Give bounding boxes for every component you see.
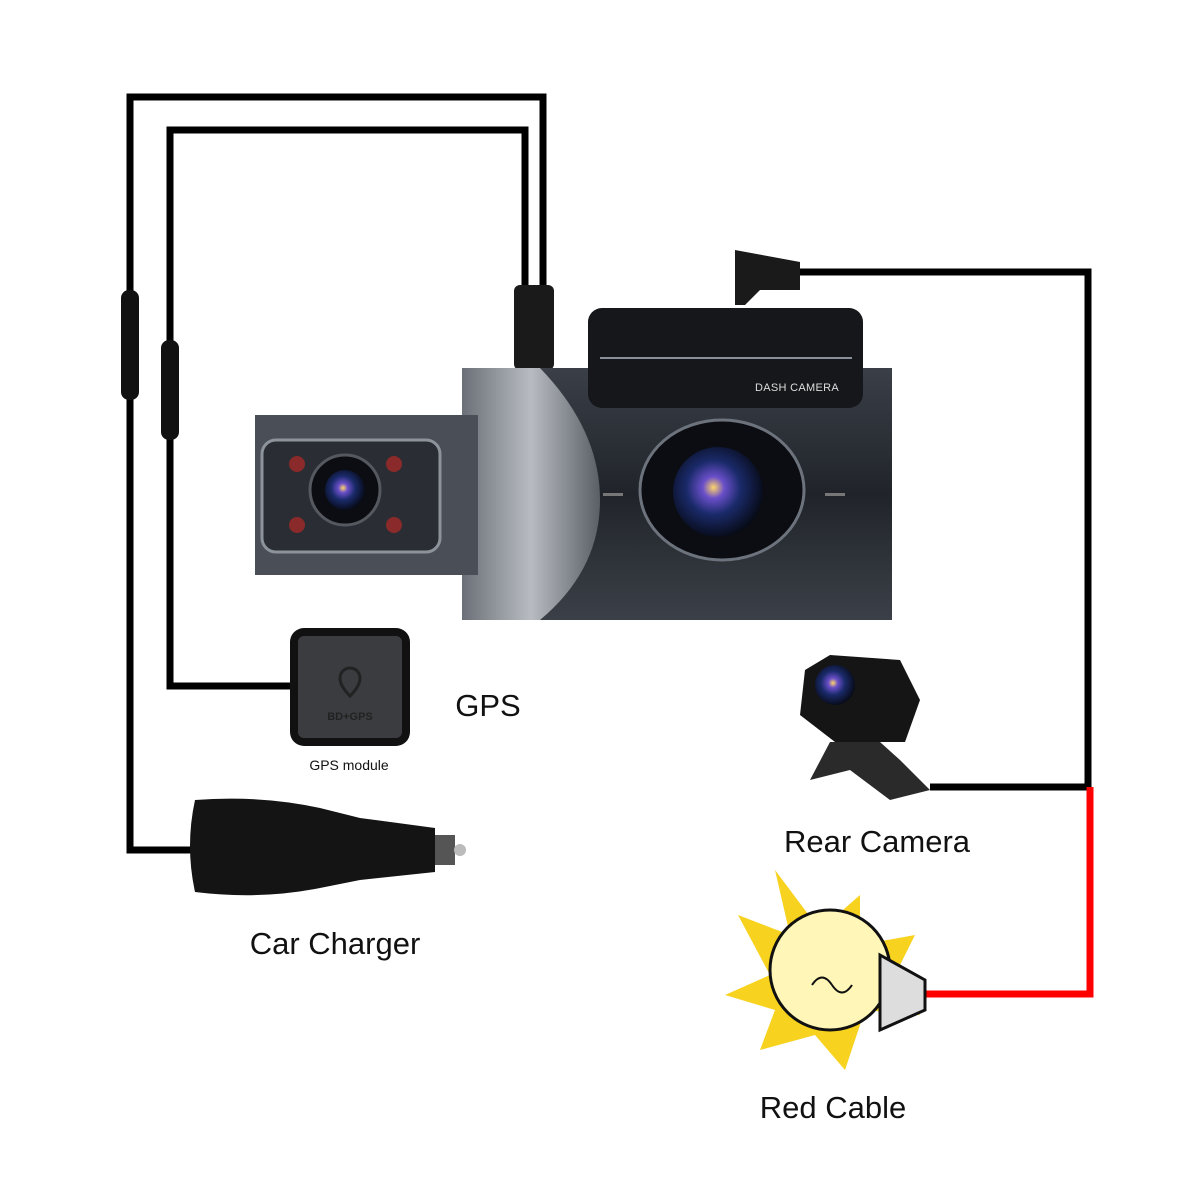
car-charger xyxy=(190,798,466,896)
interior-lens-icon xyxy=(325,470,365,510)
wire-connector xyxy=(161,340,179,440)
rear-lens-icon xyxy=(815,665,855,705)
gps-wire xyxy=(166,126,529,690)
red-cable-label: Red Cable xyxy=(759,1090,907,1125)
charger-wire xyxy=(126,93,547,854)
rear-camera-wire xyxy=(800,268,1092,791)
wire-connector xyxy=(121,290,139,400)
rear-plug xyxy=(735,250,800,305)
gps-label: GPS xyxy=(455,688,521,723)
gps-module-marking: BD+GPS xyxy=(327,711,373,723)
light-bulb-icon xyxy=(725,870,927,1070)
gps-module xyxy=(290,628,410,746)
dash-camera-label: DASH CAMERA xyxy=(755,382,839,394)
power-plug xyxy=(514,285,554,370)
car-charger-label: Car Charger xyxy=(249,926,421,961)
rear-camera xyxy=(800,655,930,800)
dash-camera xyxy=(255,308,892,620)
location-pin-icon xyxy=(338,666,362,699)
front-lens-icon xyxy=(673,447,763,537)
red-cable-wire xyxy=(922,787,1094,998)
gps-module-label: GPS module xyxy=(309,757,389,773)
rear-camera-label: Rear Camera xyxy=(783,824,971,859)
